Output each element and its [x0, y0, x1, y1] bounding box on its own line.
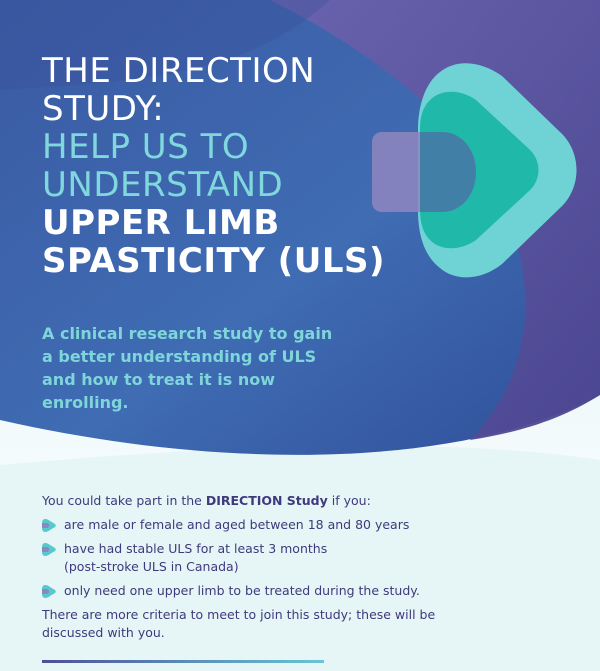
teal-play-bullet-icon [42, 519, 56, 532]
list-item: have had stable ULS for at least 3 month… [42, 540, 482, 576]
eligibility-section: You could take part in the DIRECTION Stu… [42, 492, 482, 642]
list-item: only need one upper limb to be treated d… [42, 582, 482, 600]
lead-prefix: You could take part in the [42, 493, 206, 508]
title-line-1: THE DIRECTION [42, 51, 316, 91]
teal-play-bullet-icon [42, 543, 56, 556]
eligibility-outro: There are more criteria to meet to join … [42, 607, 436, 640]
intro-text: A clinical research study to gain a bett… [42, 324, 333, 412]
criterion-subtext: (post-stroke ULS in Canada) [64, 559, 239, 574]
title-line-3: HELP US TO [42, 127, 250, 167]
direction-play-logo-icon [372, 63, 577, 278]
teal-play-bullet-icon [42, 585, 56, 598]
eligibility-lead: You could take part in the DIRECTION Stu… [42, 492, 482, 510]
page-title: THE DIRECTION STUDY: HELP US TO UNDERSTA… [42, 51, 386, 281]
title-line-4: UNDERSTAND [42, 165, 284, 205]
divider [42, 660, 324, 663]
list-item: are male or female and aged between 18 a… [42, 516, 482, 534]
criteria-list: are male or female and aged between 18 a… [42, 516, 482, 600]
lead-study-name: DIRECTION Study [205, 493, 328, 508]
lead-suffix: if you: [327, 493, 371, 508]
title-line-5: UPPER LIMB [42, 203, 280, 243]
criterion-text: are male or female and aged between 18 a… [64, 517, 410, 532]
criterion-text: only need one upper limb to be treated d… [64, 583, 420, 598]
criterion-text: have had stable ULS for at least 3 month… [64, 541, 328, 556]
title-line-6: SPASTICITY (ULS) [42, 241, 386, 281]
title-line-2: STUDY: [42, 89, 165, 129]
